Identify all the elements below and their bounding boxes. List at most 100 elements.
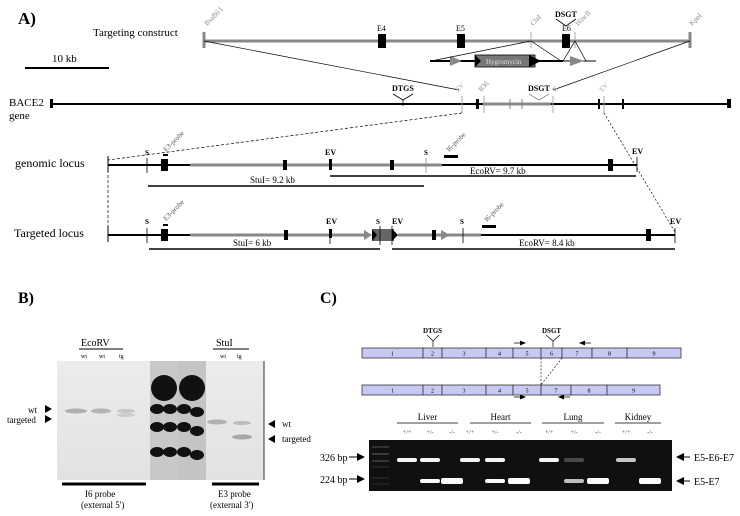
scale-bar-label: 10 kb <box>52 53 77 65</box>
targeted-stui-size: StuI= 6 kb <box>233 238 272 248</box>
band-326 <box>539 458 559 462</box>
exon-number: 8 <box>588 389 591 395</box>
exon-e6-label: E6 <box>562 24 571 33</box>
gene-site-ev2: EV <box>598 81 610 93</box>
blot-enzyme-stui: StuI <box>216 338 233 349</box>
blot-right-wt: wt <box>282 419 291 429</box>
band-224 <box>441 478 463 484</box>
band-stui-wt <box>207 419 227 425</box>
exon-e4-label: E4 <box>377 24 386 33</box>
probe-i6-line1: I6 probe <box>85 489 115 499</box>
band-stui-tg-wt <box>233 421 251 425</box>
exon-number: 8 <box>608 352 611 358</box>
blot-left-wt: wt <box>28 405 37 415</box>
gene-map: DTGS DSGT EV B36 K EV <box>50 79 731 236</box>
gene-title-1: BACE2 <box>9 97 44 109</box>
genotype-label: +/- <box>570 430 577 436</box>
genotype-label: +/+ <box>403 430 412 436</box>
band-224 <box>485 479 505 483</box>
blot-lane-2: wt <box>99 354 105 360</box>
genomic-site-ev1: EV <box>325 148 336 157</box>
genomic-site-ev2: EV <box>632 147 643 156</box>
construct-motif: DSGT <box>555 10 577 19</box>
targeted-site-ev1: EV <box>326 217 337 226</box>
band-224 <box>587 478 609 484</box>
probe-i6-line2: (external 5') <box>81 500 124 510</box>
gene-title-2: gene <box>9 110 30 122</box>
c-motif-dtgs: DTGS <box>423 327 442 335</box>
blot-lane-1: wt <box>81 354 87 360</box>
tissue-label-lung: Lung <box>564 412 583 422</box>
blot-lane-5: tg <box>237 354 242 360</box>
band-ecorv-tg-targeted <box>117 413 135 417</box>
exon-number: 9 <box>632 389 635 395</box>
band-326 <box>485 458 505 462</box>
targeted-title: Targeted locus <box>14 226 84 240</box>
exon-number: 9 <box>653 352 656 358</box>
band-224 <box>564 479 584 483</box>
exon-number: 5 <box>526 389 529 395</box>
genomic-title: genomic locus <box>15 156 85 170</box>
exon-number: 4 <box>498 389 501 395</box>
band-stui-tg-targeted <box>232 434 252 440</box>
size-326: 326 bp <box>320 453 348 464</box>
band-326 <box>564 458 584 462</box>
genotype-label: -/- <box>595 430 601 436</box>
genomic-i6-probe: I6-probe <box>445 131 468 154</box>
exon-number: 1 <box>391 389 394 395</box>
genotype-label: +/- <box>426 430 433 436</box>
targeted-site-s3: S <box>460 218 464 226</box>
exon-number: 1 <box>391 352 394 358</box>
targeted-map: S EV S EV S EV E3-probe I6-probe StuI= 6… <box>107 198 681 250</box>
genotype-label: +/+ <box>622 430 631 436</box>
exon-number: 2 <box>431 352 434 358</box>
primer-rev-ko <box>557 394 570 400</box>
genotype-label: +/- <box>491 430 498 436</box>
targeted-e3-probe: E3-probe <box>162 198 186 222</box>
targeted-site-s2: S <box>376 218 380 226</box>
tissue-label-liver: Liver <box>418 412 438 422</box>
c-motif-dsgt: DSGT <box>542 327 561 335</box>
band-326 <box>616 458 636 462</box>
blot-left-targeted: targeted <box>7 415 36 425</box>
genotype-label: +/+ <box>545 430 554 436</box>
blot-lane-3: tg <box>119 354 124 360</box>
exon-number: 7 <box>576 352 579 358</box>
band-224 <box>508 478 530 484</box>
band-326 <box>397 458 417 462</box>
targeted-site-ev3: EV <box>670 217 681 226</box>
genotype-label: -/- <box>449 430 455 436</box>
panel-c-label: C) <box>320 290 337 307</box>
band-224 <box>639 478 661 484</box>
exon-e4 <box>378 34 386 48</box>
primer-fwd-ko <box>514 394 527 400</box>
panel-b-label: B) <box>18 290 34 307</box>
targeted-i6-probe: I6-probe <box>483 201 506 224</box>
tissue-label-kidney: Kidney <box>625 412 652 422</box>
primer-fwd-wt <box>514 340 527 346</box>
exon-number: 6 <box>550 352 553 358</box>
gene-motif-dsgt: DSGT <box>528 84 550 93</box>
exon-number: 7 <box>555 389 558 395</box>
probe-e3-line1: E3 probe <box>218 489 251 499</box>
band-224 <box>420 479 440 483</box>
gene-site-k: K <box>551 84 560 93</box>
genomic-stui-size: StuI= 9.2 kb <box>250 175 295 185</box>
blot-enzyme-ecorv: EcoRV <box>81 338 110 349</box>
genomic-ecorv-size: EcoRV= 9.7 kb <box>470 166 526 176</box>
genomic-site-s2: S <box>424 149 428 157</box>
hygromycin-label: Hygromycin <box>486 58 522 66</box>
construct-title: Targeting construct <box>93 27 178 39</box>
blot-right-targeted: targeted <box>282 434 311 444</box>
size-224: 224 bp <box>320 475 348 486</box>
site-bsab6i: BsaB6 I <box>203 5 225 27</box>
band-ecorv-wt2 <box>91 408 111 414</box>
blot-lane-4: wt <box>220 354 226 360</box>
band-ecorv-tg-wt <box>117 409 135 413</box>
construct-map: BsaB6 I ClaI HincII KpnI E4 E5 E6 DSGT H… <box>202 5 704 91</box>
band-ecorv-wt1 <box>65 408 87 414</box>
genomic-map: S EV S EV E3-probe I6-probe EcoRV= 9.7 k… <box>107 129 643 187</box>
